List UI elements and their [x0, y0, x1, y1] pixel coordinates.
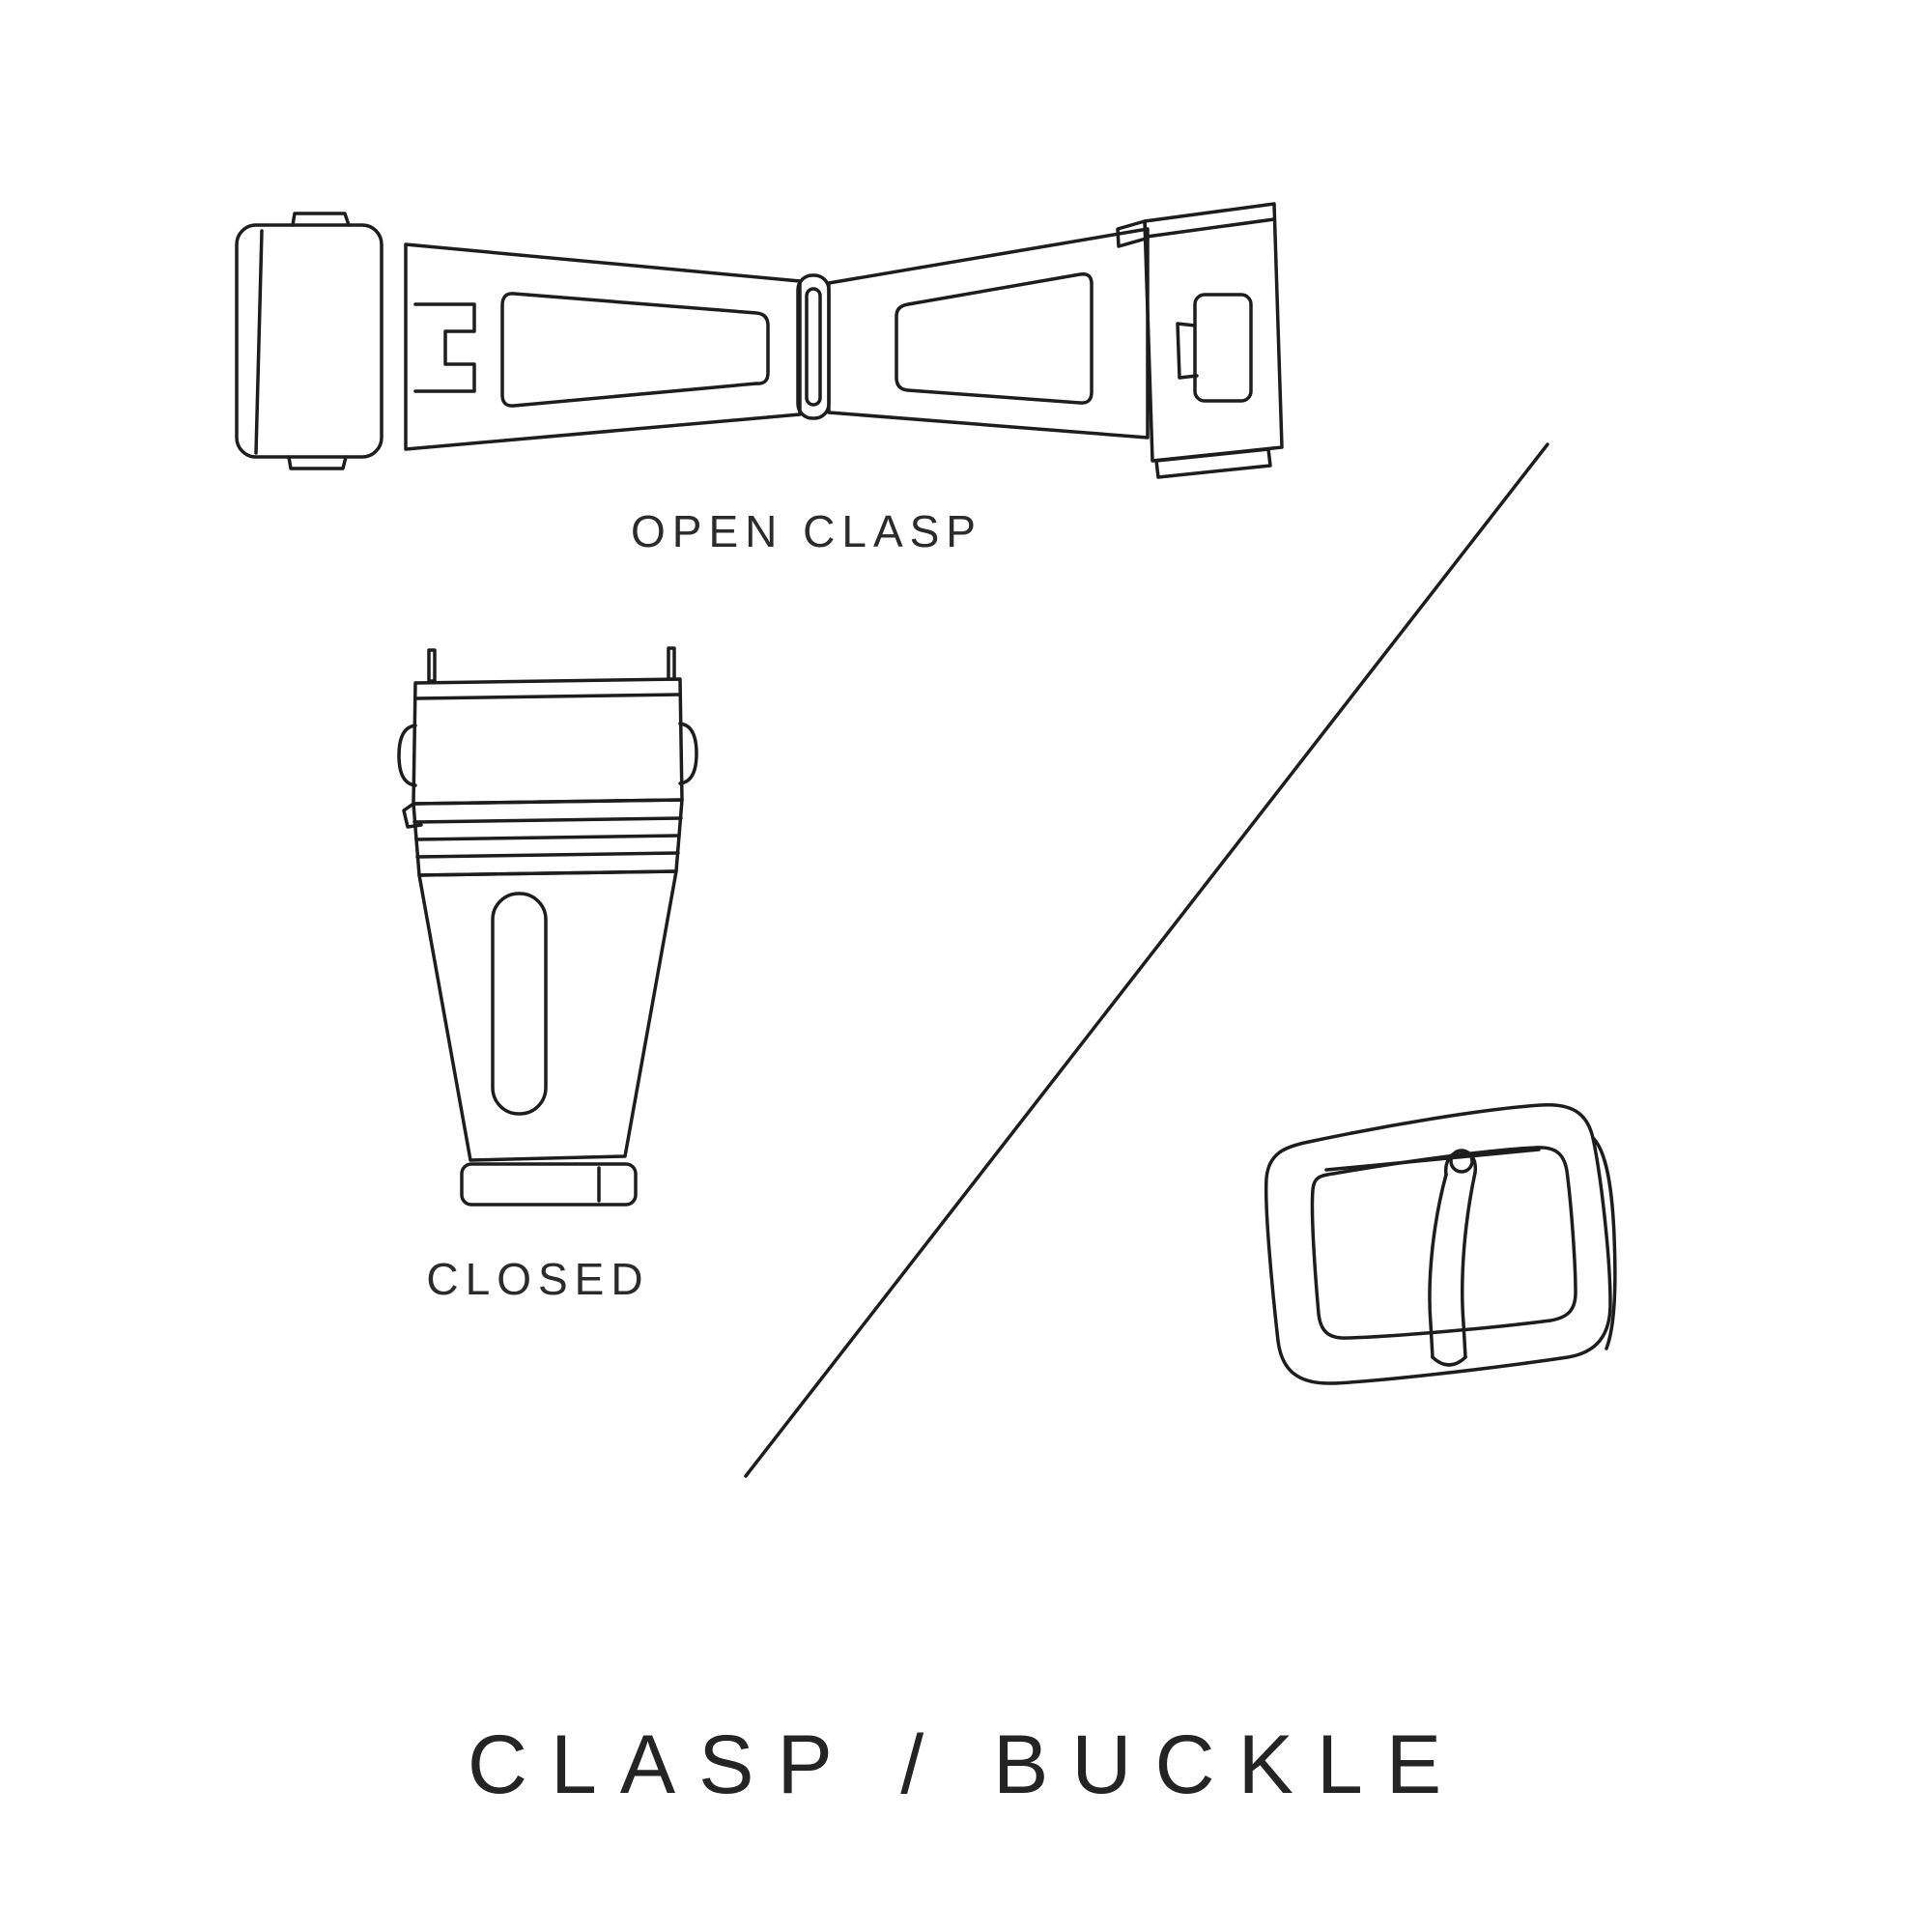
closed-clasp-illustration — [382, 642, 705, 1212]
closed-clasp-label: CLOSED — [426, 1254, 650, 1304]
page-title: CLASP / BUCKLE — [467, 1719, 1465, 1811]
divider-line — [744, 442, 1550, 1478]
divider-line-icon — [744, 442, 1549, 1478]
closed-clasp-icon — [397, 646, 698, 1207]
open-clasp-icon — [235, 202, 1284, 479]
tang-buckle-illustration — [1232, 1082, 1647, 1430]
open-clasp-label: OPEN CLASP — [631, 506, 982, 556]
tang-buckle-icon — [1264, 1103, 1617, 1385]
open-clasp-illustration — [217, 179, 1304, 493]
